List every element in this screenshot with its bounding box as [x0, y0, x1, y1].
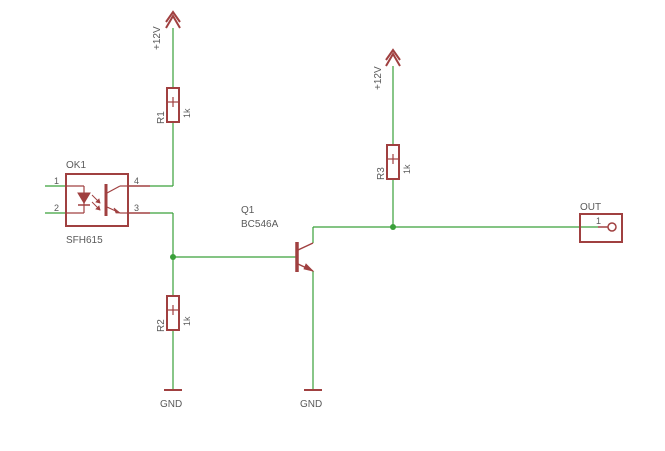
r3-value: 1k	[402, 164, 412, 174]
opto-pin1: 1	[54, 176, 59, 186]
supply-arrow-icon	[165, 14, 181, 29]
resistor-r1[interactable]	[166, 87, 180, 123]
opto-name: OK1	[66, 160, 86, 171]
ground-label-left: GND	[160, 399, 182, 410]
r1-value: 1k	[182, 108, 192, 118]
r3-name: R3	[376, 167, 387, 180]
r2-value: 1k	[182, 316, 192, 326]
supply-label-left: +12V	[152, 26, 163, 50]
optocoupler-ok1[interactable]	[65, 173, 150, 227]
output-connector[interactable]	[579, 213, 623, 243]
transistor-name: Q1	[241, 205, 255, 216]
supply-arrow-icon	[385, 52, 401, 67]
supply-arrow-icon	[385, 48, 401, 61]
junction-dot-base	[170, 254, 176, 260]
output-name: OUT	[580, 202, 601, 213]
resistor-r2[interactable]	[166, 295, 180, 331]
r1-name: R1	[156, 111, 167, 124]
transistor-q1[interactable]	[295, 242, 315, 272]
r2-name: R2	[156, 319, 167, 332]
supply-12v-left[interactable]	[165, 10, 181, 29]
emitter-arrow-icon	[303, 263, 315, 272]
led-icon	[66, 185, 101, 214]
supply-arrow-icon	[165, 10, 181, 23]
junction-dot-collector	[390, 224, 396, 230]
wires	[45, 28, 598, 390]
supply-12v-right[interactable]	[385, 48, 401, 67]
phototransistor-icon	[104, 184, 128, 216]
opto-pin4: 4	[134, 176, 139, 186]
supply-label-right: +12V	[373, 66, 384, 90]
opto-part: SFH615	[66, 235, 103, 246]
connector-pad-icon	[607, 222, 617, 232]
ground-label-right: GND	[300, 399, 322, 410]
transistor-part: BC546A	[241, 219, 279, 230]
output-pin: 1	[596, 216, 601, 226]
opto-pin3: 3	[134, 203, 139, 213]
opto-pin2: 2	[54, 203, 59, 213]
resistor-r3[interactable]	[386, 144, 400, 180]
